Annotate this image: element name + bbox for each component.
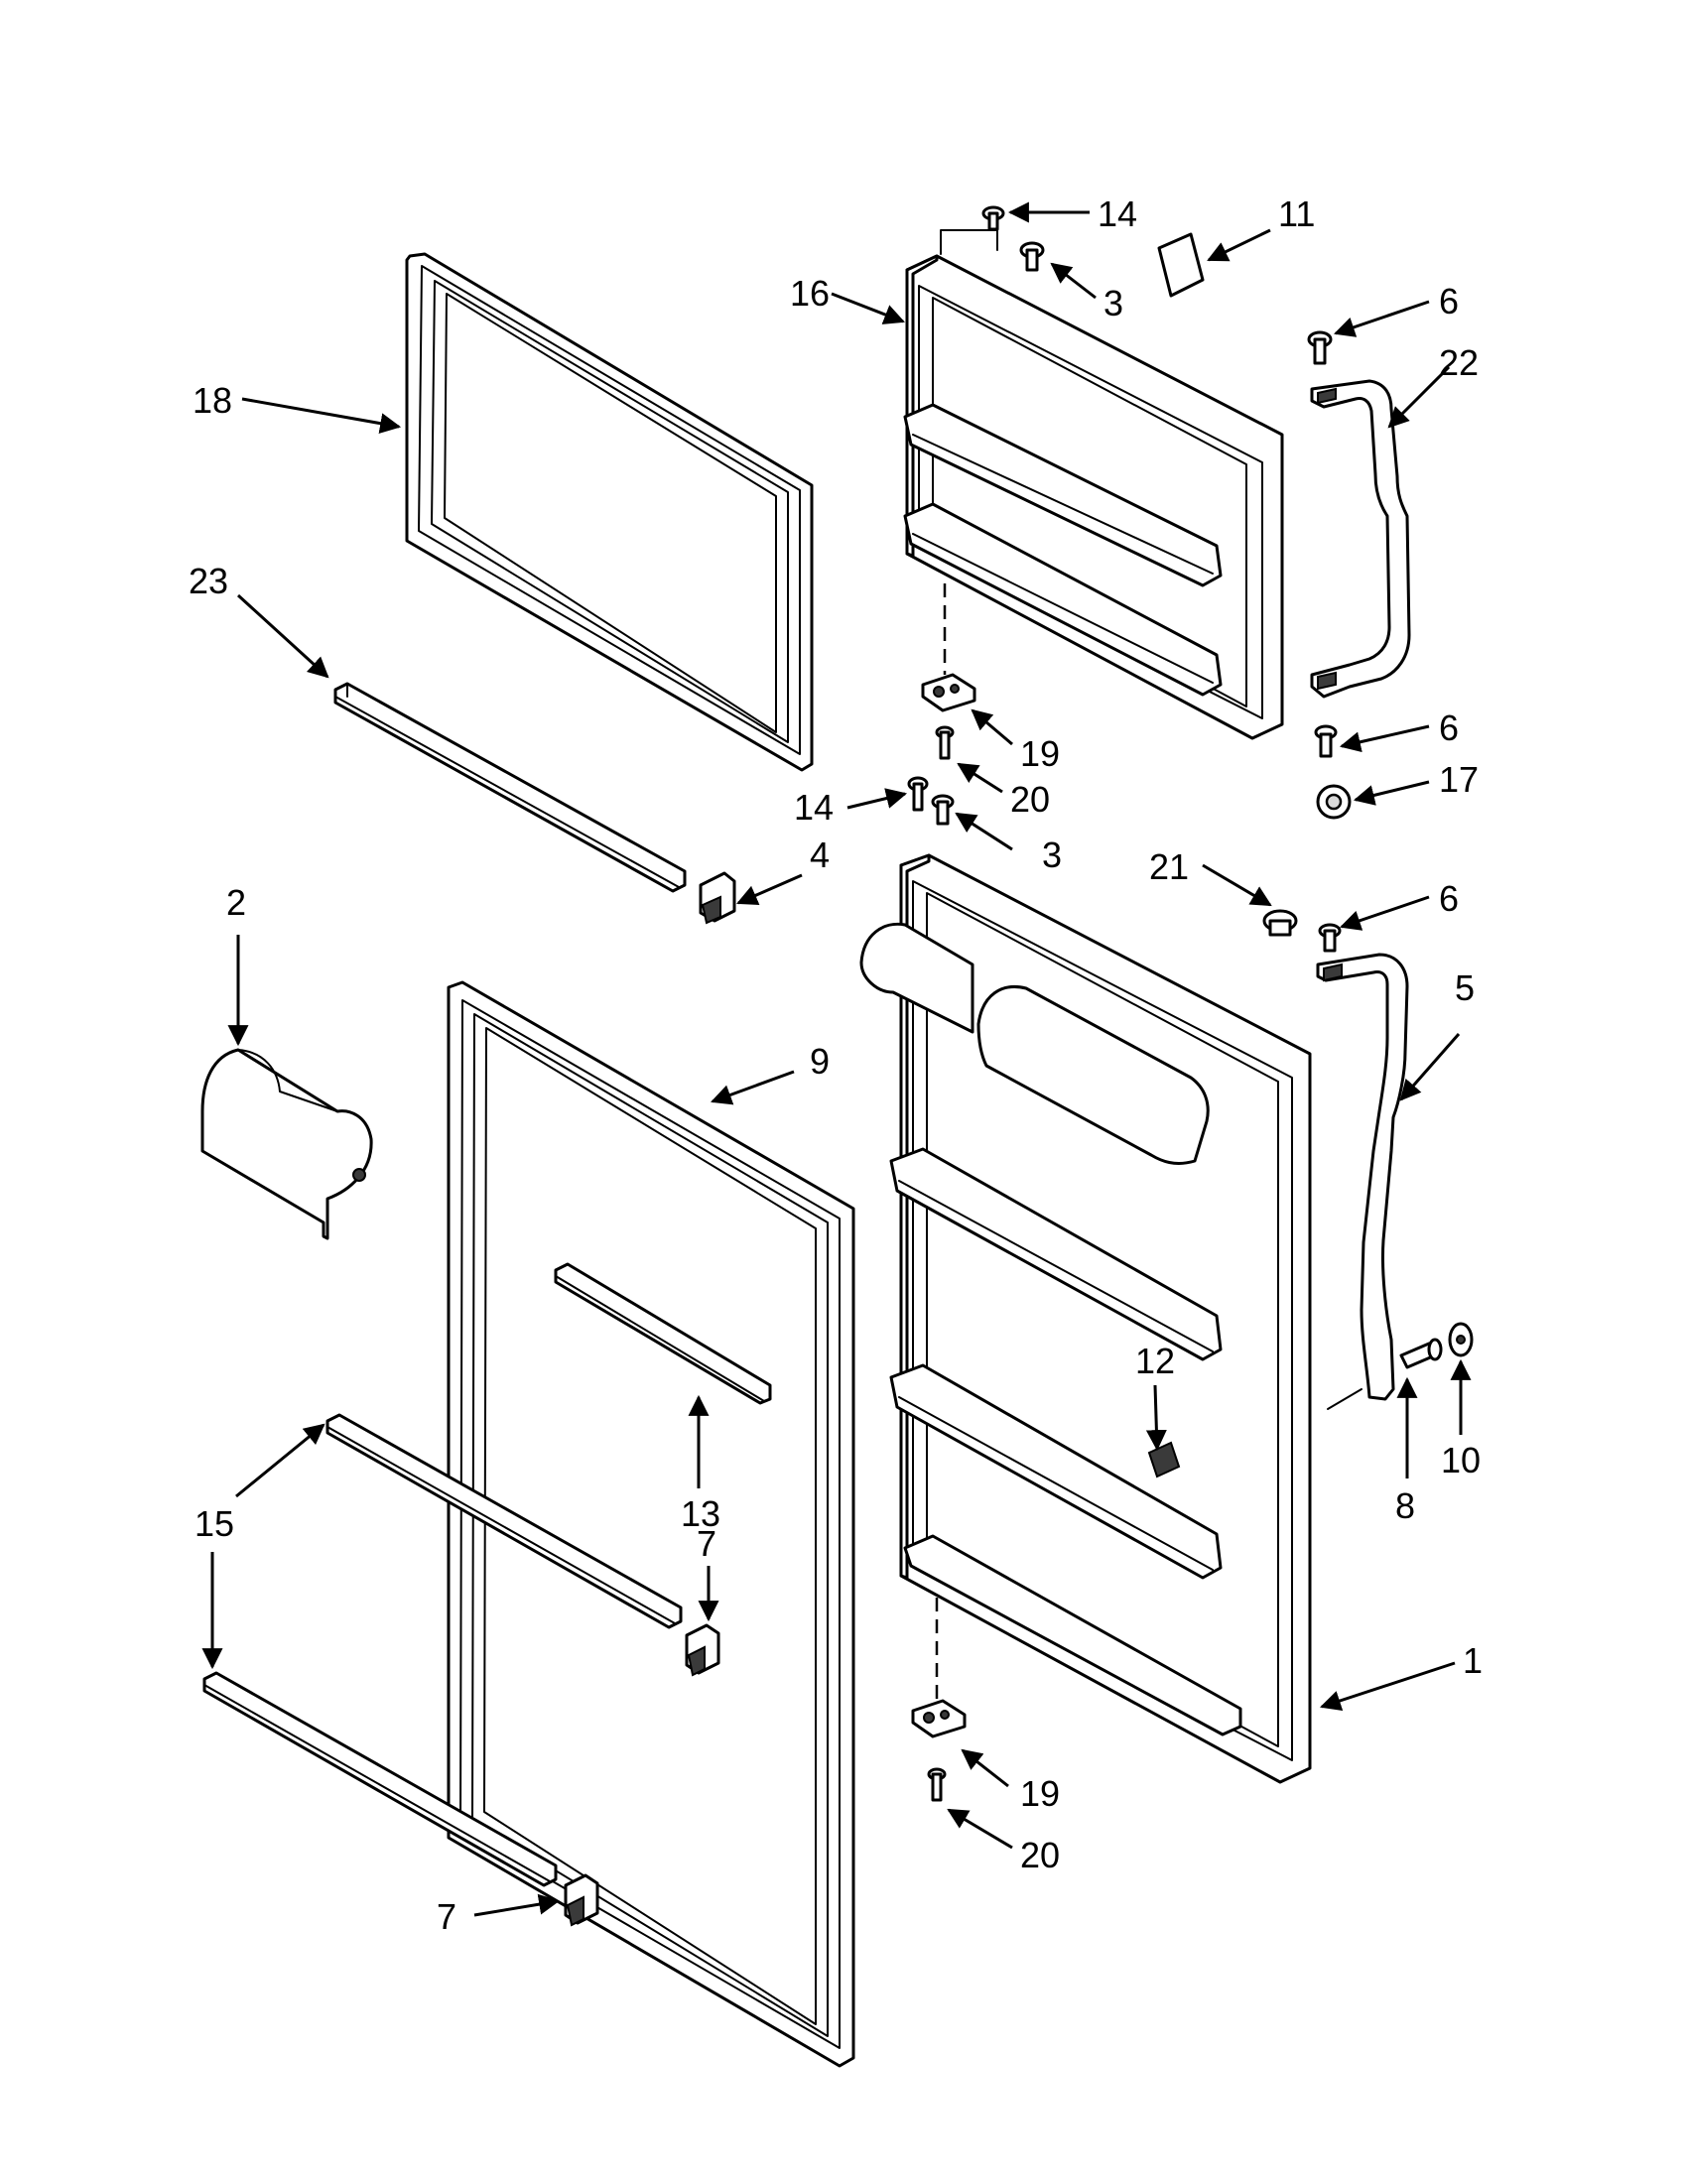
callout-12: 12 [1135, 1341, 1175, 1381]
door-strip-15-upper [325, 1413, 683, 1629]
callout-7: 7 [697, 1523, 716, 1564]
callout-20: 20 [1020, 1835, 1060, 1875]
label-plate-11 [1157, 232, 1205, 298]
screw-20-upper [935, 725, 955, 760]
dairy-bin [200, 1048, 373, 1240]
callout-18: 18 [193, 380, 232, 421]
callout-17: 17 [1439, 759, 1479, 800]
callout-14: 14 [794, 787, 834, 828]
callout-3: 3 [1103, 283, 1123, 323]
callout-1: 1 [1463, 1640, 1483, 1681]
callout-2: 2 [226, 882, 246, 923]
callout-5: 5 [1455, 967, 1475, 1008]
cap-10 [1448, 1322, 1474, 1357]
callout-16: 16 [790, 273, 830, 314]
callout-8: 8 [1395, 1485, 1415, 1526]
callout-15: 15 [195, 1503, 234, 1544]
screw-14-mid [907, 776, 929, 812]
callout-21: 21 [1149, 846, 1189, 887]
callout-labels: 14 11 3 16 6 22 18 23 19 6 20 17 14 3 4 … [189, 193, 1483, 1937]
screw-3-upper [1019, 241, 1045, 272]
hinge-19-upper [921, 673, 976, 712]
end-cap-7-lower [564, 1873, 599, 1927]
callout-6: 6 [1439, 707, 1459, 748]
callout-7: 7 [437, 1896, 456, 1937]
plug-21 [1262, 909, 1298, 937]
end-cap-7-upper [685, 1623, 720, 1677]
hinge-19-lower [911, 1699, 967, 1738]
screw-20-lower [927, 1767, 947, 1802]
screw-6-mid [1314, 724, 1338, 758]
screw-6-lower [1318, 923, 1342, 953]
callout-10: 10 [1441, 1440, 1481, 1480]
callout-13: 13 [681, 1493, 720, 1534]
screw-8 [1399, 1338, 1443, 1369]
strip-end-cap [699, 871, 736, 925]
callout-9: 9 [810, 1041, 830, 1082]
freezer-gasket [405, 252, 814, 772]
callout-22: 22 [1439, 342, 1479, 383]
callout-6: 6 [1439, 281, 1459, 321]
callout-20: 20 [1010, 779, 1050, 820]
callout-14: 14 [1098, 193, 1137, 234]
screw-6-top [1307, 330, 1333, 365]
callout-6: 6 [1439, 878, 1459, 919]
freezer-door [903, 229, 1284, 740]
refrigerator-handle [1316, 953, 1409, 1410]
screw-3-mid [931, 794, 955, 826]
leader-lines [201, 201, 1472, 1917]
door-strip-15-lower [202, 1671, 558, 1887]
callout-3: 3 [1042, 835, 1062, 875]
callout-19: 19 [1020, 1773, 1060, 1814]
door-strip-13 [554, 1262, 772, 1405]
button-17 [1316, 784, 1352, 820]
refrigerator-gasket [447, 980, 855, 2068]
callout-11: 11 [1278, 193, 1315, 234]
callout-19: 19 [1020, 733, 1060, 774]
refrigerator-door [859, 853, 1312, 1784]
callout-23: 23 [189, 561, 228, 601]
freezer-handle [1310, 379, 1411, 699]
freezer-door-strip [333, 682, 687, 893]
screw-14-upper [981, 205, 1005, 231]
callout-4: 4 [810, 835, 830, 875]
